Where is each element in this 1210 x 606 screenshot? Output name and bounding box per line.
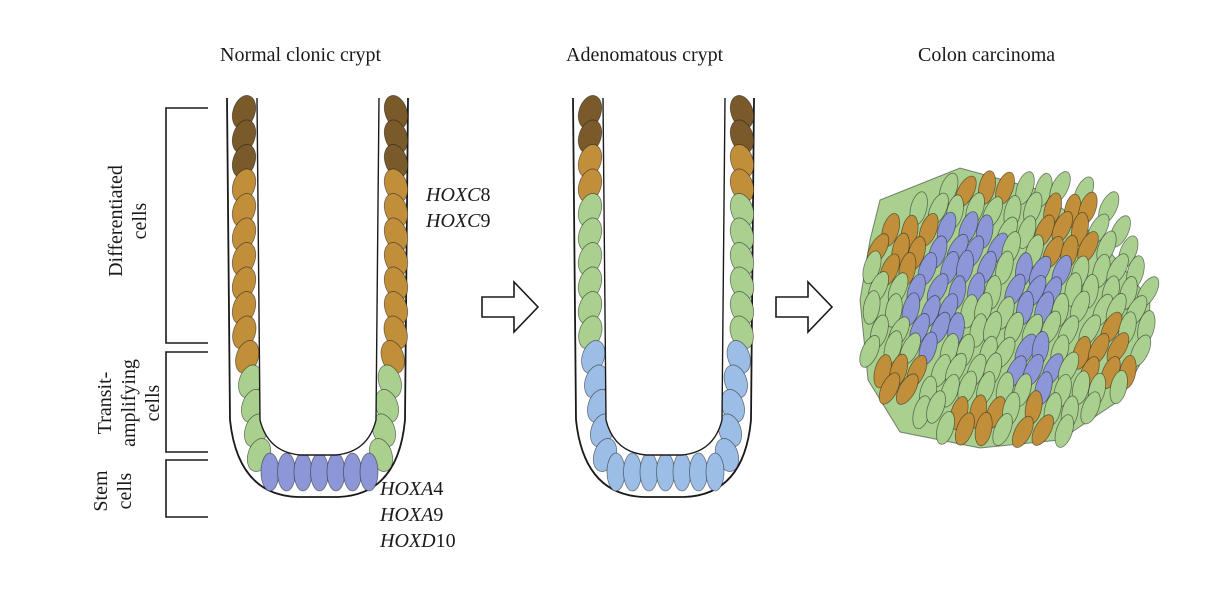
tumor-cell [878,372,901,405]
stem-cell [293,452,313,492]
crypt-outer-wall [226,97,409,498]
tumor-cell [895,373,919,405]
crypt-inner-wall [602,97,726,456]
tumor-cell [1109,369,1128,405]
gene-hoxa9: HOXA9 [380,504,444,526]
tumor-cell [884,293,903,328]
title-colon-carcinoma: Colon carcinoma [918,44,1056,66]
gene-hoxd10: HOXD10 [380,530,456,552]
tumor-cell [1031,414,1054,446]
label-stem-cells: Stem cells [90,470,136,512]
stem-cell [689,452,708,492]
tumor-cell [1011,415,1034,448]
region-brackets [165,107,208,518]
gene-hoxc9: HOXC9 [426,210,491,232]
stem-cell [705,452,725,492]
arrow-normal-to-adenoma [481,280,540,334]
gene-hoxa4: HOXA4 [380,478,444,500]
stem-cell [359,452,379,492]
tumor-cell [926,390,946,424]
genes-stem: HOXA4 HOXA9 HOXD10 [380,476,456,554]
crypt-inner-wall [256,97,380,456]
tumor-cell [862,290,881,325]
bracket-differentiated [165,107,208,344]
genes-differentiated: HOXC8 HOXC9 [426,182,490,234]
stem-cell [606,452,626,492]
stem-cell [672,452,692,492]
arrow-adenoma-to-carcinoma [775,280,834,334]
tumor-cell [954,412,975,446]
gene-hoxc8: HOXC8 [426,184,491,206]
carcinoma-cluster [859,167,1160,449]
tumor-cell [936,411,955,445]
crypt-outer-wall [572,97,755,498]
progression-arrows [481,280,834,334]
tumor-cell [992,413,1013,446]
label-transit-amplifying-cells: Transit- amplifying cells [94,359,164,447]
tumor-cell [859,335,881,368]
label-differentiated-cells: Differentiated cells [105,165,151,277]
bracket-transit-amplifying [165,351,208,453]
title-adenomatous-crypt: Adenomatous crypt [566,44,724,66]
tumor-cell [974,411,993,447]
tumor-cell [1054,414,1074,448]
stem-cell [343,452,362,492]
stem-cell [260,452,280,492]
stem-cell [277,452,296,492]
bracket-stem [165,459,208,518]
stem-cell [639,452,659,492]
tumor-cell [1080,391,1101,425]
stem-cell [656,452,675,492]
stem-cell [310,452,329,492]
title-normal-crypt: Normal clonic crypt [220,44,382,66]
adenomatous-crypt [572,95,755,498]
stem-cell [326,452,346,492]
stem-cell [623,452,642,492]
normal-crypt [226,95,409,498]
